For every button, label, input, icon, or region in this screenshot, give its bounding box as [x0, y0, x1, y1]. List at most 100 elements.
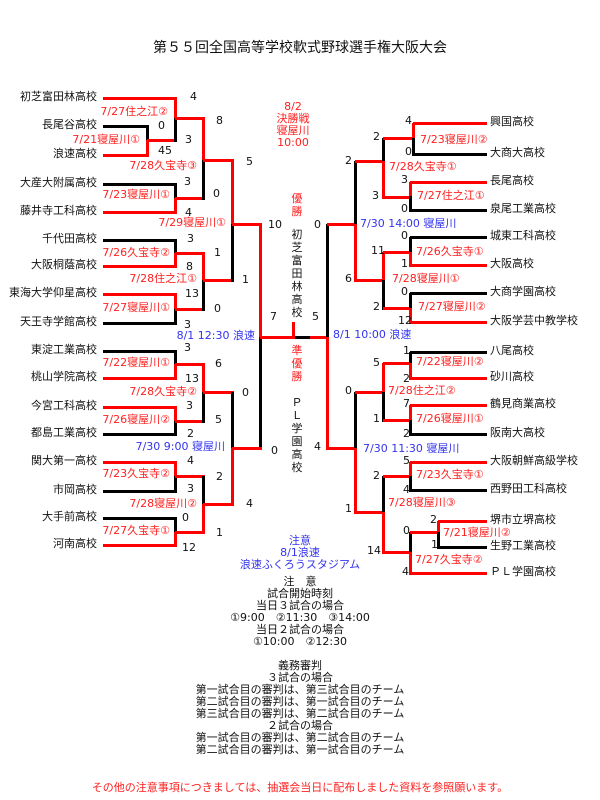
- winner-bracket-line: [327, 222, 357, 226]
- team-name: 堺市立堺高校: [490, 513, 556, 526]
- bracket-line: [201, 160, 205, 200]
- match-label: 7/26久宝寺①: [416, 245, 484, 258]
- bracket-line: [408, 293, 412, 310]
- match-label: 7/21寝屋川②: [443, 526, 511, 539]
- note-line: 第三試合目の審判は、第二試合目のチーム: [195, 707, 405, 720]
- score: 3: [184, 318, 191, 331]
- team-name: 藤井寺工科高校: [20, 204, 97, 217]
- bracket-line: [410, 208, 487, 212]
- team-name: 阪南大高校: [490, 426, 545, 439]
- team-name: 大産大附属高校: [20, 176, 97, 189]
- bracket-line: [103, 432, 177, 436]
- note-line: 第一試合目の審判は、第二試合目のチーム: [195, 731, 405, 744]
- bracket-line: [103, 349, 177, 353]
- note-line: 義務審判: [278, 659, 322, 672]
- team-name: 大阪学芸中教学校: [490, 314, 578, 327]
- score: 1: [242, 273, 249, 286]
- match-label: 7/28寝屋川②: [129, 497, 197, 510]
- score: 3: [184, 341, 191, 354]
- winner-bracket-line: [175, 251, 205, 255]
- team-name: 関大第一高校: [31, 454, 97, 467]
- winner-bracket-line: [408, 363, 412, 380]
- winner-bracket-line: [173, 98, 177, 120]
- bracket-line: [408, 196, 412, 212]
- score: 2: [187, 427, 194, 440]
- score: 13: [185, 287, 199, 300]
- score: 4: [403, 483, 410, 496]
- winner-bracket-line: [201, 364, 205, 394]
- score: 0: [214, 302, 221, 315]
- score: 4: [314, 440, 321, 453]
- winner-bracket-line: [383, 418, 412, 422]
- team-name: 八尾高校: [490, 344, 534, 357]
- score: 4: [185, 206, 192, 219]
- score: 12: [398, 314, 412, 327]
- team-name: 大商学園高校: [490, 285, 556, 298]
- bracket-line: [413, 152, 487, 156]
- score: 0: [401, 285, 408, 298]
- team-name: 河南高校: [53, 537, 97, 550]
- score: 6: [215, 357, 222, 370]
- score: 2: [373, 300, 380, 313]
- score: 10: [268, 218, 282, 231]
- match-label: 7/27寝屋川②: [418, 300, 486, 313]
- bracket-line: [145, 126, 149, 142]
- note-line: ①10:00 ②12:30: [252, 635, 348, 648]
- match-label: 7/28久宝寺③: [129, 159, 197, 172]
- team-name: 長尾高校: [490, 174, 534, 187]
- bracket-line: [230, 392, 234, 450]
- semifinal-note: 注意 8/1浪速 浪速ふくろうスタジアム: [220, 535, 380, 571]
- bracket-line: [293, 335, 312, 339]
- final-date: 8/2: [284, 100, 302, 113]
- semifinal-note-stadium: 浪速ふくろうスタジアム: [239, 558, 361, 571]
- score: 4: [402, 565, 409, 578]
- winner-bracket-line: [291, 322, 295, 339]
- bracket-line: [173, 118, 177, 142]
- score: 0: [242, 386, 249, 399]
- bracket-line: [381, 476, 385, 514]
- score: 0: [213, 187, 220, 200]
- winner-bracket-line: [145, 140, 149, 157]
- score: 3: [186, 399, 193, 412]
- score: 5: [373, 356, 380, 369]
- note-line: 試合開始時刻: [267, 587, 333, 600]
- winner-bracket-line: [327, 446, 357, 450]
- score: 3: [401, 173, 408, 186]
- score: 5: [215, 413, 222, 426]
- winner-bracket-line: [203, 158, 234, 162]
- winner-bracket-line: [436, 521, 440, 534]
- winner-bracket-line: [201, 504, 205, 534]
- note-line: 第二試合目の審判は、第一試合目のチーム: [195, 695, 405, 708]
- winner-bracket-line: [103, 292, 177, 296]
- winner-bracket-line: [355, 510, 385, 514]
- team-name: 市岡高校: [53, 483, 97, 496]
- winner-bracket-line: [410, 571, 487, 575]
- match-label: 7/29寝屋川①: [158, 216, 226, 229]
- winner-bracket-line: [383, 195, 412, 199]
- score: 5: [312, 310, 319, 323]
- team-name: 興国高校: [490, 115, 534, 128]
- winner-bracket-line: [310, 335, 329, 339]
- team-name: 天王寺学館高校: [20, 315, 97, 328]
- score: 3: [185, 133, 192, 146]
- bracket-line: [408, 237, 412, 254]
- match-label: 7/28住之江②: [388, 384, 456, 397]
- winner-bracket-line: [103, 264, 177, 268]
- match-label: 7/26寝屋川②: [102, 413, 170, 426]
- bracket-line: [173, 184, 177, 200]
- score: 8: [186, 260, 193, 273]
- match-label: 7/23久宝寺②: [102, 467, 170, 480]
- winner-bracket-line: [383, 306, 412, 310]
- winner-bracket-line: [201, 118, 205, 162]
- score: 1: [403, 344, 410, 357]
- bracket-line: [173, 421, 177, 436]
- match-label: 7/23寝屋川①: [102, 188, 170, 201]
- bracket-line: [201, 392, 205, 423]
- winner-bracket-line: [355, 390, 385, 394]
- winner-bracket-line: [175, 196, 205, 200]
- score: 0: [401, 202, 408, 215]
- winner-bracket-line: [258, 224, 262, 339]
- team-name: 城東工科高校: [490, 229, 556, 242]
- winner-bracket-line: [103, 543, 177, 547]
